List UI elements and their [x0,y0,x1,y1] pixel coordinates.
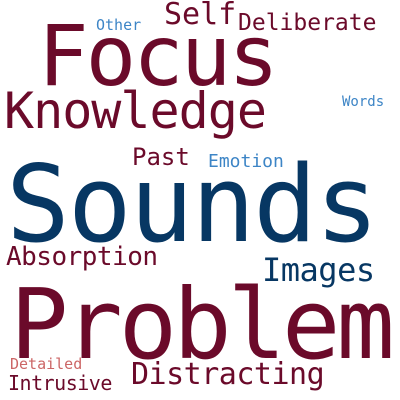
word-past: Past [132,143,190,171]
word-problem: Problem [10,268,395,381]
word-distracting: Distracting [131,357,325,392]
word-other: Other [96,16,142,34]
word-emotion: Emotion [208,151,284,172]
word-images: Images [262,251,375,289]
word-self: Self [164,0,237,32]
word-detailed: Detailed [10,355,83,373]
word-intrusive: Intrusive [8,371,112,395]
word-absorption: Absorption [6,242,158,272]
word-sounds: Sounds [6,143,379,266]
word-deliberate: Deliberate [238,10,377,36]
word-words: Words [342,94,385,110]
word-knowledge: Knowledge [4,82,267,140]
word-focus: Focus [38,7,279,105]
